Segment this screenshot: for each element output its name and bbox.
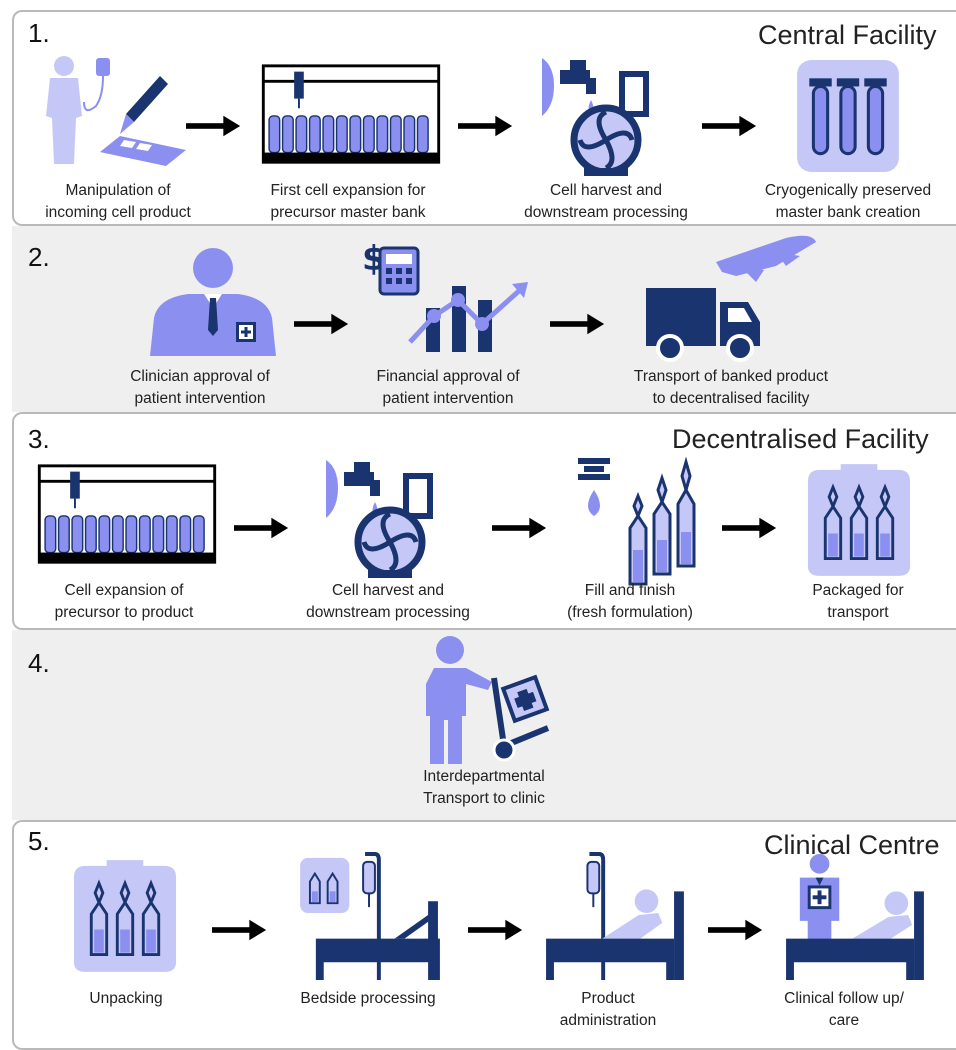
arrow-icon: [722, 516, 778, 540]
caption: Clinical follow up/care: [784, 990, 904, 1029]
bioreactor-icon: [34, 462, 220, 568]
section-4-number: 4.: [28, 648, 50, 678]
arrow-icon: [234, 516, 290, 540]
section-1-facility: Central Facility: [758, 20, 937, 50]
centrifuge-tap-icon: [532, 56, 652, 176]
packaged-ampoules-icon: [72, 858, 178, 974]
section-1-number: 1.: [28, 18, 50, 48]
section-3-number: 3.: [28, 424, 50, 454]
section-5-facility: Clinical Centre: [764, 830, 940, 860]
section-1-panel: [12, 10, 956, 226]
arrow-icon: [702, 114, 758, 138]
caption: Fill and finish(fresh formulation): [567, 582, 693, 621]
bioreactor-icon: [258, 62, 444, 168]
arrow-icon: [468, 918, 524, 942]
cryo-tubes-icon: [792, 60, 904, 172]
clinician-icon: [148, 246, 278, 356]
caption: Unpacking: [89, 990, 163, 1007]
section-3-panel: [12, 412, 956, 630]
arrow-icon: [492, 516, 548, 540]
patient-iv-scalpel-icon: [40, 56, 190, 166]
arrow-icon: [708, 918, 764, 942]
arrow-icon: [186, 114, 242, 138]
packaged-ampoules-icon: [806, 462, 912, 578]
arrow-icon: [294, 312, 350, 336]
section-4-panel: [12, 630, 956, 820]
arrow-icon: [212, 918, 268, 942]
patient-bed-iv-icon: [540, 852, 688, 980]
section-2-number: 2.: [28, 242, 50, 272]
doctor-bed-icon: [780, 852, 928, 980]
finance-chart-icon: [362, 234, 532, 354]
hand-trolley-icon: [422, 636, 552, 766]
bed-ampoules-icon: [296, 852, 444, 980]
centrifuge-tap-icon: [316, 458, 436, 578]
arrow-icon: [550, 312, 606, 336]
section-5-number: 5.: [28, 826, 50, 856]
fill-ampoules-icon: [574, 456, 704, 586]
section-3-facility: Decentralised Facility: [672, 424, 929, 454]
arrow-icon: [458, 114, 514, 138]
truck-plane-icon: [636, 232, 836, 362]
caption: Bedside processing: [300, 990, 436, 1007]
